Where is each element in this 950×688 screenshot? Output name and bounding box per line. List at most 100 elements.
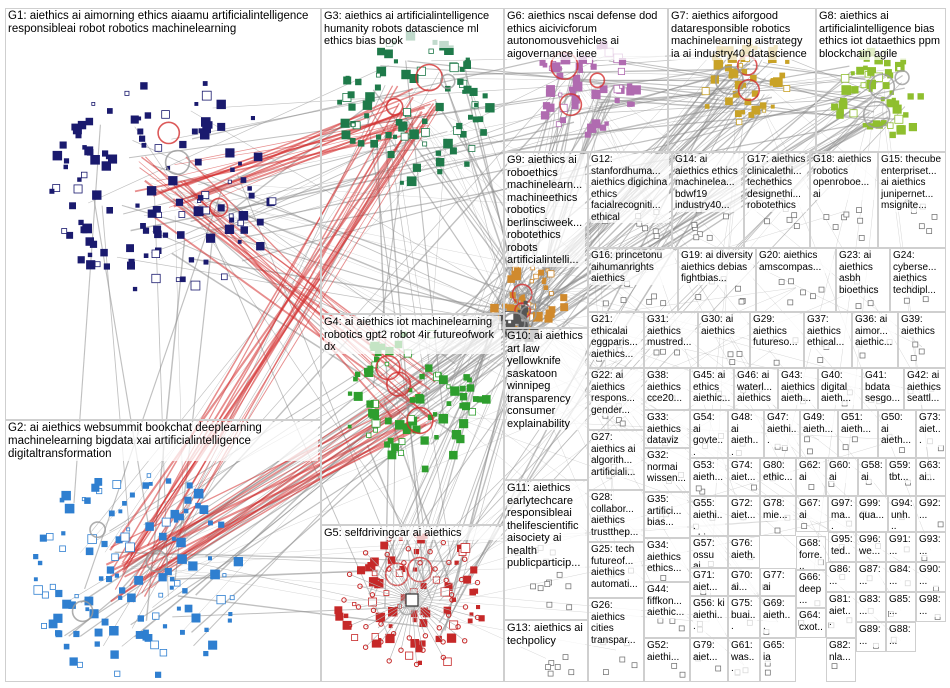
node	[788, 278, 794, 285]
node	[818, 286, 825, 293]
node	[72, 125, 82, 135]
node	[77, 177, 82, 182]
node	[548, 306, 556, 314]
group-label: G67: ai	[799, 498, 825, 521]
group-label: G16: princetonu aihumanrights aiethics	[591, 250, 675, 285]
node	[194, 158, 202, 166]
group-g33: G33: aiethics dataviz	[644, 410, 690, 448]
node	[432, 576, 440, 584]
node	[237, 239, 242, 244]
group-label: G14: ai aiethics ethics machinelea... bd…	[675, 154, 741, 212]
node	[162, 624, 168, 629]
node	[882, 82, 890, 90]
group-label: G41: bdata sesgo...	[865, 370, 901, 405]
group-label: G87: ...	[859, 564, 883, 587]
group-label: G66: deep...	[799, 572, 823, 607]
edge	[185, 150, 373, 235]
node	[125, 542, 135, 553]
node	[184, 604, 193, 613]
group-g31: G31: aiethics mustred...	[644, 312, 698, 368]
node	[560, 294, 568, 302]
node	[533, 311, 543, 322]
node	[33, 554, 39, 560]
node	[856, 66, 865, 75]
node	[568, 669, 575, 676]
node	[540, 111, 550, 120]
node	[903, 297, 910, 304]
group-g61: G61: was...	[728, 638, 760, 682]
node	[631, 85, 641, 95]
node	[867, 300, 874, 307]
group-g75: G75: buai...	[728, 596, 760, 638]
node	[422, 141, 428, 147]
edge	[388, 599, 413, 662]
node	[435, 157, 445, 167]
node	[474, 579, 481, 586]
edge	[88, 65, 389, 204]
node	[191, 128, 198, 135]
node	[53, 613, 63, 623]
node	[158, 532, 167, 541]
edge	[411, 599, 465, 642]
node	[177, 554, 187, 564]
node	[446, 612, 452, 618]
node	[462, 638, 468, 644]
edge-highlight	[110, 408, 395, 548]
group-g21: G21: ethicalai eggparis... aiethics...	[588, 312, 644, 368]
node	[155, 211, 162, 219]
node	[188, 257, 195, 263]
node	[867, 67, 876, 76]
node	[369, 592, 376, 598]
node	[599, 85, 608, 94]
group-g90: G90: ...	[916, 562, 946, 592]
node	[378, 639, 384, 645]
node	[738, 63, 744, 68]
node	[134, 575, 144, 585]
group-g9: G9: aiethics ai roboethics machinelearn.…	[504, 152, 588, 328]
node	[193, 488, 204, 499]
group-g49: G49: aieth...	[800, 410, 838, 458]
node	[405, 546, 411, 552]
group-label: G43: aiethics aieth...	[781, 370, 815, 405]
node	[546, 601, 553, 608]
node	[627, 101, 633, 107]
group-label: G80: ethic...	[763, 460, 793, 483]
edge-highlight	[139, 119, 402, 577]
edge-highlight	[153, 88, 429, 197]
node	[61, 228, 68, 234]
node	[195, 502, 201, 509]
node	[642, 225, 648, 232]
node	[701, 87, 710, 96]
node	[860, 82, 867, 89]
group-g94: G94: unh...	[888, 496, 916, 532]
node	[533, 273, 539, 280]
node	[603, 669, 609, 675]
node	[474, 614, 481, 621]
self-loop	[164, 149, 191, 176]
node	[449, 63, 459, 73]
group-label: G81: aiet...	[829, 594, 853, 629]
node	[558, 92, 563, 97]
node	[620, 297, 627, 303]
node	[440, 654, 446, 661]
group-label: G22: ai aiethics respons... gender...	[591, 370, 641, 416]
edge	[380, 599, 413, 643]
node	[469, 588, 476, 596]
node	[176, 606, 181, 611]
node	[216, 99, 226, 110]
group-label: G99: qua...	[859, 498, 885, 521]
edge	[411, 599, 478, 618]
node	[696, 231, 703, 238]
node	[613, 84, 622, 94]
node	[385, 633, 395, 644]
group-label: G82: nla...	[829, 640, 853, 663]
node	[357, 583, 363, 589]
node	[459, 392, 468, 401]
node	[400, 132, 409, 141]
group-label: G38: aiethics cce20...	[647, 370, 687, 405]
node	[340, 118, 350, 128]
group-g34: G34: aiethics ethics...	[644, 538, 690, 582]
group-label: G1: aiethics ai aimorning ethics aiaamu …	[8, 10, 318, 36]
node	[201, 90, 212, 101]
node	[388, 624, 393, 629]
